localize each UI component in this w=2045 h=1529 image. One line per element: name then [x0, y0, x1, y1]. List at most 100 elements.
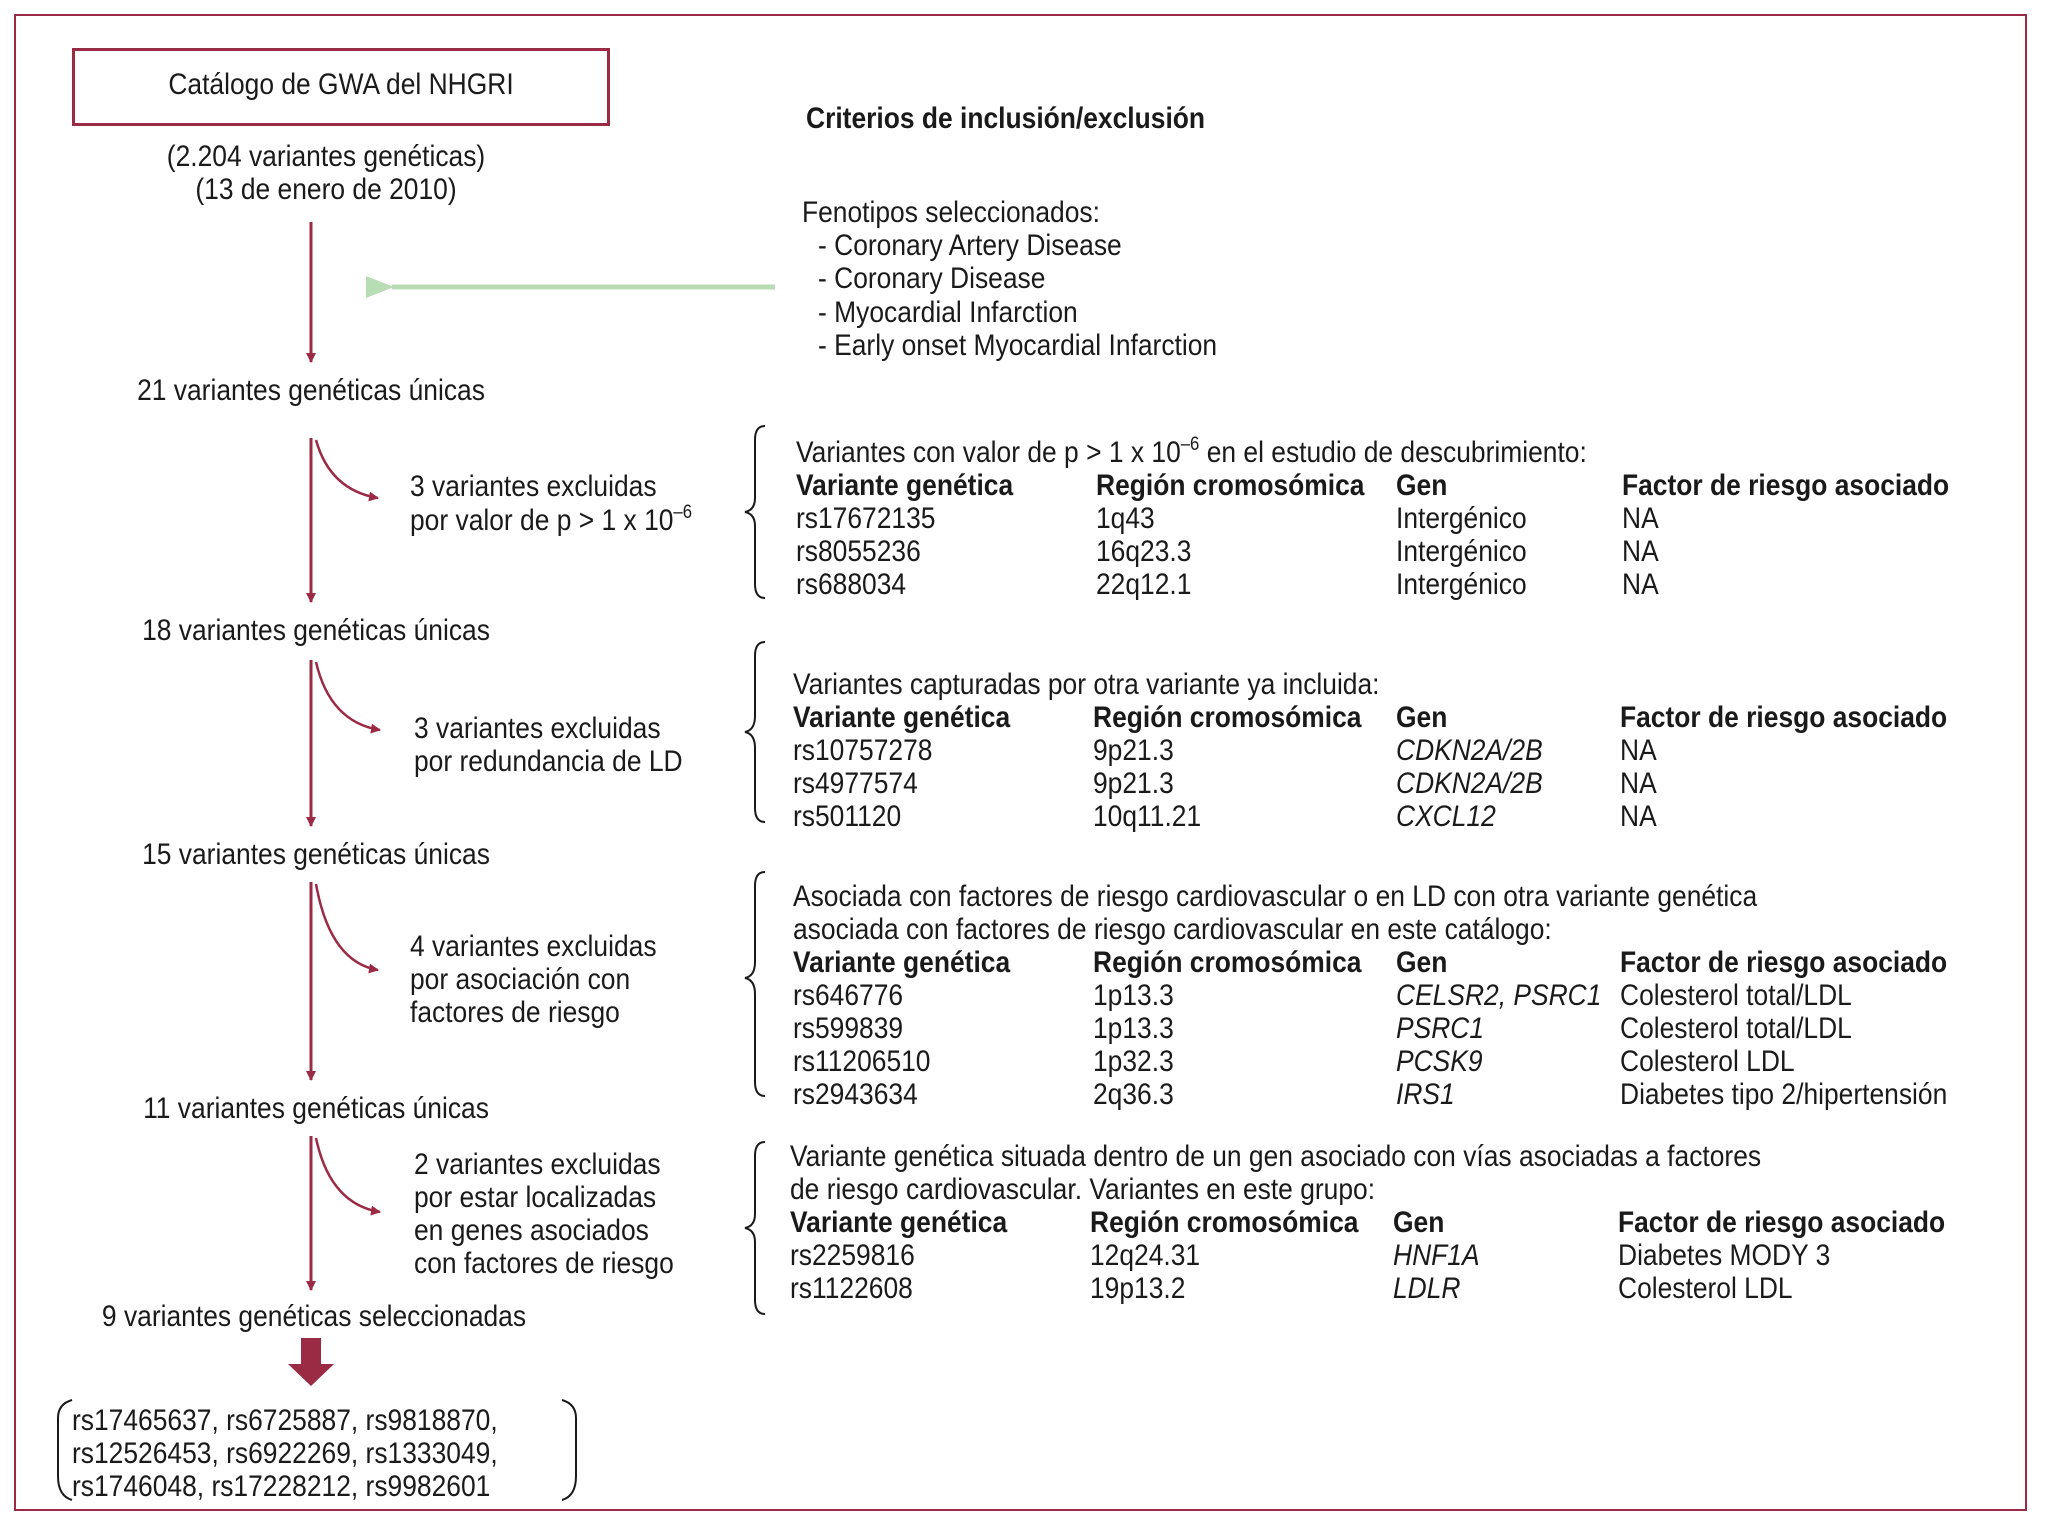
table-cell-region: 9p21.3 — [1093, 767, 1174, 800]
table-cell-gene: LDLR — [1393, 1272, 1461, 1305]
stage-15: 15 variantes genéticas únicas — [142, 838, 490, 871]
final-arrow — [288, 1338, 334, 1386]
exclusion-1-line: 3 variantes excluidas — [410, 470, 657, 503]
table-cell-gene: PCSK9 — [1396, 1045, 1483, 1078]
table-cell-gene: HNF1A — [1393, 1239, 1480, 1272]
table-cell-region: 1p32.3 — [1093, 1045, 1174, 1078]
table-4-description: de riesgo cardiovascular. Variantes en e… — [790, 1173, 1376, 1206]
table-3-description: Asociada con factores de riesgo cardiova… — [793, 880, 1758, 913]
table-cell-region: 9p21.3 — [1093, 734, 1174, 767]
table-cell-factor: Colesterol total/LDL — [1620, 979, 1852, 1012]
table-cell-variant: rs646776 — [793, 979, 904, 1012]
table-cell-region: 10q11.21 — [1093, 800, 1202, 833]
table-cell-factor: NA — [1622, 502, 1659, 535]
exclusion-arrow-4 — [314, 1137, 381, 1216]
table-cell-gene: Intergénico — [1396, 535, 1527, 568]
header-factor: Factor de riesgo asociado — [1620, 701, 1948, 734]
header-gene: Gen — [1396, 469, 1448, 502]
phenotype-item: - Coronary Disease — [818, 262, 1046, 295]
table-cell-factor: NA — [1620, 800, 1657, 833]
selected-variants-line: rs17465637, rs6725887, rs9818870, — [72, 1404, 498, 1437]
source-title: Catálogo de GWA del NHGRI — [168, 68, 514, 101]
table-cell-variant: rs10757278 — [793, 734, 933, 767]
table-cell-variant: rs501120 — [793, 800, 902, 833]
table-3-description: asociada con factores de riesgo cardiova… — [793, 913, 1552, 946]
phenotype-item: - Myocardial Infarction — [818, 296, 1078, 329]
table-cell-factor: Diabetes MODY 3 — [1618, 1239, 1831, 1272]
table-cell-variant: rs4977574 — [793, 767, 918, 800]
table-cell-factor: Diabetes tipo 2/hipertensión — [1620, 1078, 1948, 1111]
exclusion-4-line: con factores de riesgo — [414, 1247, 674, 1280]
exclusion-3-line: por asociación con — [410, 963, 631, 996]
header-factor: Factor de riesgo asociado — [1622, 469, 1950, 502]
table-cell-gene: CDKN2A/2B — [1396, 767, 1543, 800]
table-cell-region: 1p13.3 — [1093, 1012, 1174, 1045]
table-cell-region: 2q36.3 — [1093, 1078, 1174, 1111]
table-cell-region: 12q24.31 — [1090, 1239, 1201, 1272]
source-count: (2.204 variantes genéticas) — [166, 140, 486, 173]
selected-variants-line: rs12526453, rs6922269, rs1333049, — [72, 1437, 498, 1470]
table-cell-factor: Colesterol total/LDL — [1620, 1012, 1852, 1045]
header-factor: Factor de riesgo asociado — [1618, 1206, 1946, 1239]
header-gene: Gen — [1393, 1206, 1445, 1239]
exclusion-arrow-1 — [314, 439, 379, 502]
exclusion-2-line: 3 variantes excluidas — [414, 712, 661, 745]
phenotype-item: - Coronary Artery Disease — [818, 229, 1122, 262]
brace-table-3 — [744, 871, 766, 1097]
table-cell-variant: rs2943634 — [793, 1078, 918, 1111]
table-cell-variant: rs11206510 — [793, 1045, 931, 1078]
brace-table-4 — [744, 1141, 766, 1315]
exclusion-4-line: en genes asociados — [414, 1214, 649, 1247]
source-box — [72, 48, 610, 126]
header-region: Región cromosómica — [1093, 701, 1362, 734]
table-cell-gene: IRS1 — [1396, 1078, 1455, 1111]
header-variant: Variante genética — [793, 946, 1011, 979]
list-bracket-left — [57, 1399, 73, 1501]
brace-table-1 — [744, 425, 766, 599]
table-cell-gene: CELSR2, PSRC1 — [1396, 979, 1602, 1012]
exclusion-3-line: factores de riesgo — [410, 996, 620, 1029]
brace-table-2 — [744, 641, 766, 823]
exclusion-1-line: por valor de p > 1 x 10–6 — [410, 502, 693, 537]
table-cell-factor: Colesterol LDL — [1620, 1045, 1795, 1078]
exclusion-2-line: por redundancia de LD — [414, 745, 683, 778]
exclusion-arrow-2 — [314, 661, 381, 734]
table-1-description: Variantes con valor de p > 1 x 10–6 en e… — [796, 434, 1587, 469]
table-cell-factor: NA — [1622, 535, 1659, 568]
criteria-heading: Criterios de inclusión/exclusión — [806, 102, 1206, 135]
header-region: Región cromosómica — [1090, 1206, 1359, 1239]
table-cell-variant: rs17672135 — [796, 502, 936, 535]
table-cell-region: 22q12.1 — [1096, 568, 1192, 601]
table-cell-variant: rs1122608 — [790, 1272, 913, 1305]
list-bracket-right — [561, 1399, 577, 1501]
table-cell-gene: Intergénico — [1396, 568, 1527, 601]
table-cell-factor: NA — [1620, 734, 1657, 767]
header-variant: Variante genética — [793, 701, 1011, 734]
header-variant: Variante genética — [790, 1206, 1008, 1239]
table-2-description: Variantes capturadas por otra variante y… — [793, 668, 1380, 701]
table-cell-factor: Colesterol LDL — [1618, 1272, 1793, 1305]
stage-21: 21 variantes genéticas únicas — [137, 374, 485, 407]
table-cell-region: 1p13.3 — [1093, 979, 1174, 1012]
source-date: (13 de enero de 2010) — [195, 173, 457, 206]
exclusion-4-line: 2 variantes excluidas — [414, 1148, 661, 1181]
table-cell-factor: NA — [1620, 767, 1657, 800]
header-gene: Gen — [1396, 946, 1448, 979]
phenotypes-label: Fenotipos seleccionados: — [802, 196, 1100, 229]
selected-variants-line: rs1746048, rs17228212, rs9982601 — [72, 1470, 491, 1503]
figure-frame — [14, 14, 2027, 1511]
phenotype-item: - Early onset Myocardial Infarction — [818, 329, 1218, 362]
table-cell-variant: rs8055236 — [796, 535, 921, 568]
table-cell-gene: CXCL12 — [1396, 800, 1496, 833]
stage-9-selected: 9 variantes genéticas seleccionadas — [101, 1300, 527, 1333]
table-4-description: Variante genética situada dentro de un g… — [790, 1140, 1762, 1173]
table-cell-factor: NA — [1622, 568, 1659, 601]
header-variant: Variante genética — [796, 469, 1014, 502]
header-region: Región cromosómica — [1096, 469, 1365, 502]
header-gene: Gen — [1396, 701, 1448, 734]
table-cell-variant: rs2259816 — [790, 1239, 915, 1272]
table-cell-variant: rs599839 — [793, 1012, 904, 1045]
exclusion-arrow-3 — [314, 883, 379, 974]
header-factor: Factor de riesgo asociado — [1620, 946, 1948, 979]
